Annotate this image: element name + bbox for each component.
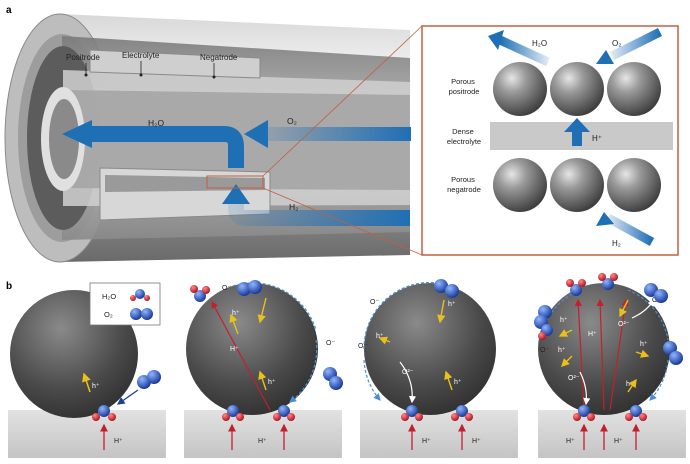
svg-text:H⁺: H⁺ — [566, 438, 575, 445]
svg-text:h⁺: h⁺ — [558, 347, 566, 354]
svg-text:H⁺: H⁺ — [230, 346, 239, 353]
zoom-region — [206, 175, 264, 189]
hole-label: h⁺ — [92, 383, 100, 390]
stage-4: H⁺ h⁺ h⁺ h⁺ h⁺ O²⁻ O²⁻ O⁻ O⁻ H⁺ H⁺ — [534, 273, 686, 458]
inset-h2-label: H₂ — [612, 239, 621, 248]
svg-text:O⁻: O⁻ — [222, 285, 231, 292]
layer-label-porous-positrode: Porous positrode — [449, 77, 480, 96]
legend-o2-label: O₂ — [104, 310, 113, 319]
svg-text:O⁻: O⁻ — [370, 299, 379, 306]
inset-h2-arrow — [596, 212, 655, 246]
svg-text:h⁺: h⁺ — [454, 379, 462, 386]
stage-3: O²⁻ h⁺ h⁺ h⁺ O⁻ O⁻ H⁺ H⁺ — [358, 279, 518, 458]
h2o-flow-arrow — [62, 120, 244, 168]
h2-flow-label: H₂ — [289, 202, 298, 212]
h2o-flow-label: H₂O — [148, 118, 164, 128]
panel-a-letter: a — [6, 5, 12, 16]
o2-flow-label: O₂ — [287, 116, 297, 126]
svg-text:O²⁻: O²⁻ — [568, 375, 580, 382]
inset-o2-label: O₂ — [612, 39, 621, 48]
svg-text:h⁺: h⁺ — [560, 317, 568, 324]
inset-h2o-arrow — [488, 30, 550, 67]
svg-text:H⁺: H⁺ — [422, 438, 431, 445]
svg-text:O⁻: O⁻ — [358, 343, 367, 350]
svg-text:O⁻: O⁻ — [326, 340, 335, 347]
negatrode-particles — [493, 158, 661, 212]
svg-text:h⁺: h⁺ — [376, 333, 384, 340]
layer-label-dense-electrolyte: Dense electrolyte — [447, 127, 481, 146]
inset-o2-arrow — [596, 27, 663, 64]
water-molecule — [92, 405, 116, 421]
svg-text:H⁺: H⁺ — [258, 438, 267, 445]
svg-text:H⁺: H⁺ — [472, 438, 481, 445]
oxygen-molecule — [137, 370, 161, 389]
stage-2: H⁺ h⁺ h⁺ O⁻ O⁻ H⁺ — [184, 280, 343, 458]
electrolyte-label: Electrolyte — [122, 51, 160, 60]
svg-text:O²⁻: O²⁻ — [402, 369, 414, 376]
svg-text:h⁺: h⁺ — [448, 301, 456, 308]
svg-text:H⁺: H⁺ — [588, 331, 597, 338]
panel-b-letter: b — [6, 281, 12, 292]
svg-text:h⁺: h⁺ — [268, 379, 276, 386]
layer-label-porous-negatrode: Porous negatrode — [447, 175, 481, 194]
inset-h-plus-label: H⁺ — [592, 134, 602, 143]
negatrode-label: Negatrode — [200, 53, 238, 62]
svg-text:h⁺: h⁺ — [232, 310, 240, 317]
molecule-legend: H₂O O₂ — [89, 282, 161, 326]
proton-label: H⁺ — [114, 438, 123, 445]
positrode-label: Positrode — [66, 53, 100, 62]
h2-flow-arrow — [222, 184, 410, 226]
svg-text:O²⁻: O²⁻ — [618, 321, 630, 328]
o2-flow-arrow — [244, 120, 411, 148]
proton-transport-arrow — [564, 118, 590, 146]
svg-text:H⁺: H⁺ — [614, 438, 623, 445]
svg-text:O⁻: O⁻ — [540, 347, 549, 354]
svg-text:h⁺: h⁺ — [640, 341, 648, 348]
legend-h2o-label: H₂O — [102, 292, 116, 301]
inset-h2o-label: H₂O — [532, 39, 547, 48]
positrode-particles — [493, 62, 661, 116]
